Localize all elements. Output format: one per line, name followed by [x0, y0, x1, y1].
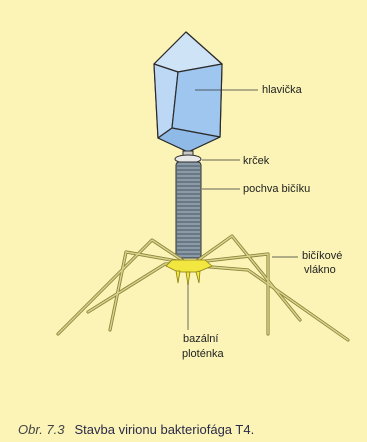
tail-pin [176, 271, 180, 283]
caption-text: Stavba virionu bakteriofága T4. [74, 422, 254, 437]
tail-fiber-highlight [199, 266, 348, 340]
tail-fiber-highlight [58, 240, 185, 334]
label-collar: krček [243, 155, 269, 168]
tail-pin [196, 271, 200, 283]
base-plate [166, 260, 212, 285]
figure-number: Obr. 7.3 [18, 422, 64, 437]
label-base-plate-line1: bazální [183, 333, 218, 346]
phage-collar [175, 151, 201, 163]
tail-fiber [199, 266, 348, 340]
tail-fiber [194, 236, 300, 320]
label-base-plate-line2: ploténka [182, 348, 224, 361]
label-tail-fiber-line2: vlákno [304, 264, 336, 277]
tail-fiber-highlight [194, 236, 300, 320]
tail-sheath [176, 162, 201, 258]
label-head: hlavička [262, 84, 302, 97]
head-front-facet [172, 64, 222, 137]
phage-head [154, 32, 222, 152]
base-plate-body [166, 260, 212, 272]
tail-fiber [58, 240, 185, 334]
label-tail-fiber-line1: bičíkové [302, 250, 342, 263]
figure-caption: Obr. 7.3 Stavba virionu bakteriofága T4. [18, 422, 254, 437]
label-tail-sheath: pochva bičíku [243, 183, 310, 196]
